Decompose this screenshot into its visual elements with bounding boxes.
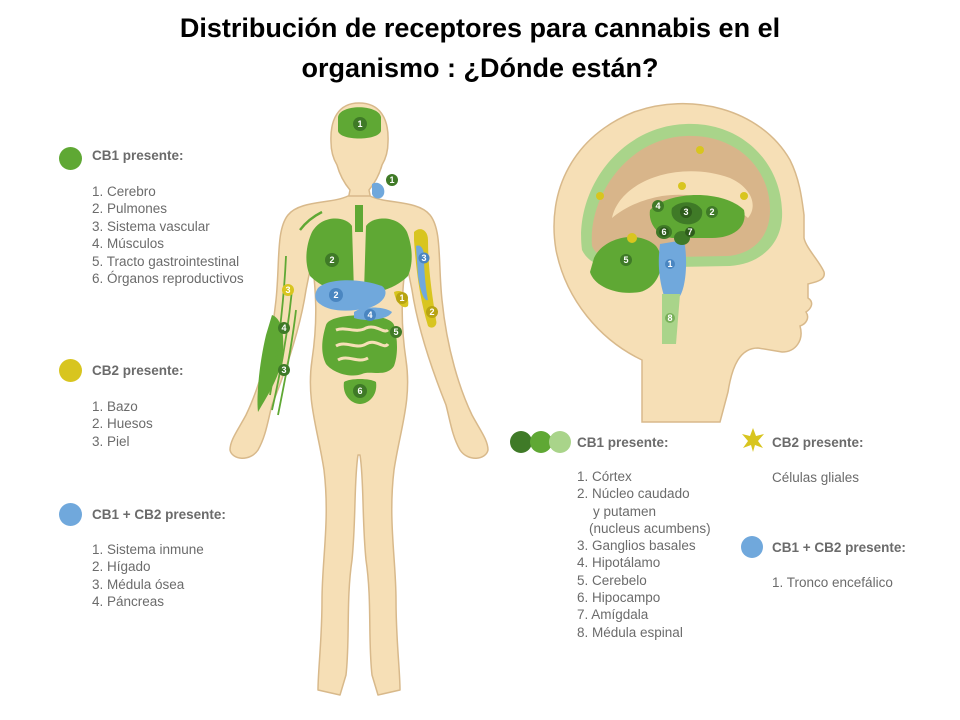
right-cb1-item: 3. Ganglios basales xyxy=(577,538,696,554)
trachea-icon xyxy=(355,205,363,232)
left-cb1-item: 1. Cerebro xyxy=(92,184,156,199)
left-cb1-heading: CB1 presente: xyxy=(92,148,184,163)
right-both-heading: CB1 + CB2 presente: xyxy=(772,540,906,555)
right-cb2-list: Células gliales xyxy=(772,469,859,486)
marker-amygdala: 7 xyxy=(687,227,692,237)
marker-spinal: 8 xyxy=(667,313,672,323)
cb1-mid-dot-icon xyxy=(530,431,552,453)
left-cb1-item: 4. Músculos xyxy=(92,236,165,252)
liver-icon xyxy=(315,280,386,311)
cb1-light-dot-icon xyxy=(549,431,571,453)
marker-lungs: 2 xyxy=(329,255,334,265)
marker-hypothal: 4 xyxy=(655,201,660,211)
right-cb1-item: (nucleus acumbens) xyxy=(589,520,711,536)
left-cb2-item: 1. Bazo xyxy=(92,399,138,414)
right-cb1-item: 1. Córtex xyxy=(577,469,632,484)
right-cb2-heading: CB2 presente: xyxy=(772,435,864,450)
right-cb1-item: 2. Núcleo caudado xyxy=(577,486,690,502)
left-cb2-item: 2. Huesos xyxy=(92,416,153,432)
glial-stars xyxy=(596,146,748,243)
marker-bone: 2 xyxy=(429,307,434,317)
marker-marrow: 3 xyxy=(421,253,426,263)
left-both-item: 3. Médula ósea xyxy=(92,576,185,592)
right-cb1-list: 1. Córtex 2. Núcleo caudado y putamen (n… xyxy=(577,468,711,641)
intestine-coils-icon xyxy=(335,325,390,362)
corpus-callosum xyxy=(612,171,753,218)
arm-muscle-icon xyxy=(257,315,284,412)
left-both-list: 1. Sistema inmune 2. Hígado 3. Médula ós… xyxy=(92,541,204,611)
right-cb1-item: 5. Cerebelo xyxy=(577,572,647,588)
left-cb1-list: 1. Cerebro 2. Pulmones 3. Sistema vascul… xyxy=(92,183,244,287)
right-cb1-heading: CB1 presente: xyxy=(577,435,669,450)
cb2-dot-icon xyxy=(59,359,82,382)
left-both-heading: CB1 + CB2 presente: xyxy=(92,507,226,522)
left-cb1-item: 3. Sistema vascular xyxy=(92,218,210,234)
left-cb1-item: 6. Órganos reproductivos xyxy=(92,271,244,287)
right-legend-icons xyxy=(510,428,764,558)
title-line-1: Distribución de receptores para cannabis… xyxy=(179,13,781,43)
right-both-list: 1. Tronco encefálico xyxy=(772,574,893,591)
left-cb2-heading: CB2 presente: xyxy=(92,363,184,378)
right-cb2-item: Células gliales xyxy=(772,470,860,485)
left-cb2-item: 3. Piel xyxy=(92,433,130,449)
body-cb1-regions xyxy=(257,107,412,416)
right-cb1-item: 7. Amígdala xyxy=(577,607,649,623)
marker-basal: 3 xyxy=(683,207,688,217)
marker-skin: 3 xyxy=(285,285,290,295)
left-cb2-list: 1. Bazo 2. Huesos 3. Piel xyxy=(92,398,153,450)
marker-liver: 2 xyxy=(333,290,338,300)
cb1-dark-dot-icon xyxy=(510,431,532,453)
marker-repro: 6 xyxy=(357,386,362,396)
marker-vascular: 3 xyxy=(281,365,286,375)
marker-hippo: 6 xyxy=(661,227,666,237)
cb1-cb2-dot-icon xyxy=(59,503,82,526)
body-torso xyxy=(229,195,489,696)
right-lung-icon xyxy=(364,218,412,293)
page-title: Distribución de receptores para cannabis… xyxy=(0,8,960,88)
marker-neck: 1 xyxy=(389,175,394,185)
left-both-item: 1. Sistema inmune xyxy=(92,542,204,557)
marker-brain: 1 xyxy=(357,119,362,129)
title-line-2: organismo : ¿Dónde están? xyxy=(301,53,659,83)
marker-brainstem: 1 xyxy=(667,259,672,269)
neck-node-icon xyxy=(372,182,385,199)
marker-pancreas: 4 xyxy=(367,310,372,320)
shoulder-vessel-icon xyxy=(299,210,323,231)
glial-star-icon xyxy=(742,428,764,452)
marker-gut: 5 xyxy=(393,327,398,337)
left-cb1-item: 2. Pulmones xyxy=(92,201,168,217)
body-both-regions xyxy=(315,182,428,320)
left-cb1-item: 5. Tracto gastrointestinal xyxy=(92,253,240,269)
right-cb1-item: 8. Médula espinal xyxy=(577,624,683,640)
marker-cerebellum: 5 xyxy=(623,255,628,265)
cb1-dot-icon xyxy=(59,147,82,170)
right-cb1-item: 6. Hipocampo xyxy=(577,590,661,606)
marker-caudate: 2 xyxy=(709,207,714,217)
right-both-item: 1. Tronco encefálico xyxy=(772,575,893,590)
marker-muscle: 4 xyxy=(281,323,286,333)
right-cb1-item: y putamen xyxy=(593,503,657,519)
cb1-cb2-right-dot-icon xyxy=(741,536,763,558)
right-cb1-item: 4. Hipotálamo xyxy=(577,555,661,571)
head-profile: 2 3 4 5 6 7 8 1 xyxy=(553,102,825,423)
marker-spleen: 1 xyxy=(399,293,404,303)
left-both-item: 2. Hígado xyxy=(92,559,151,575)
body-markers: 1 1 2 2 4 3 4 3 5 6 1 2 3 xyxy=(278,117,438,398)
left-both-item: 4. Páncreas xyxy=(92,594,165,610)
